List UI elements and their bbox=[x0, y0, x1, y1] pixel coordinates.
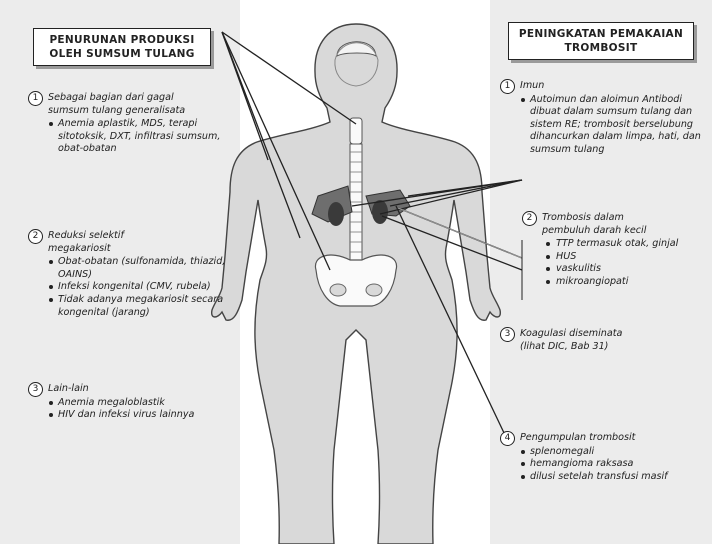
right-section-2: 2 Trombosis dalam pembuluh darah kecil T… bbox=[522, 212, 708, 289]
list-item: Infeksi kongenital (CMV, rubela) bbox=[28, 281, 234, 294]
list-item: splenomegali bbox=[500, 446, 706, 459]
pelvis-hole-left bbox=[330, 284, 346, 296]
section-heading: megakariosit bbox=[48, 243, 234, 256]
right-section-1: 1 Imun Autoimun dan aloimun Antibodi dib… bbox=[500, 80, 706, 157]
list-item: Anemia aplastik, MDS, terapi sitotoksik,… bbox=[28, 118, 234, 156]
list-item: Tidak adanya megakariosit secara kongeni… bbox=[28, 294, 234, 319]
list-item: vaskulitis bbox=[522, 263, 708, 276]
section-heading: pembuluh darah kecil bbox=[542, 225, 708, 238]
right-title-box: PENINGKATAN PEMAKAIAN TROMBOSIT bbox=[508, 22, 694, 60]
section-heading: Lain-lain bbox=[48, 383, 234, 396]
list-item: mikroangiopati bbox=[522, 276, 708, 289]
section-heading: Trombosis dalam bbox=[542, 212, 708, 225]
pelvis bbox=[315, 255, 396, 306]
section-heading: sumsum tulang generalisata bbox=[48, 105, 234, 118]
list-item: dilusi setelah transfusi masif bbox=[500, 471, 706, 484]
number-badge: 3 bbox=[500, 327, 515, 342]
section-heading: Pengumpulan trombosit bbox=[520, 432, 706, 445]
list-item: Autoimun dan aloimun Antibodi dibuat dal… bbox=[500, 94, 706, 157]
right-title-line-1: PENINGKATAN PEMAKAIAN bbox=[513, 27, 689, 41]
list-item: hemangioma raksasa bbox=[500, 458, 706, 471]
list-item: HUS bbox=[522, 251, 708, 264]
number-badge: 3 bbox=[28, 382, 43, 397]
section-heading: Imun bbox=[520, 80, 706, 93]
pelvis-hole-right bbox=[366, 284, 382, 296]
section-heading: (lihat DIC, Bab 31) bbox=[520, 341, 706, 354]
number-badge: 2 bbox=[522, 211, 537, 226]
right-section-3: 3 Koagulasi diseminata (lihat DIC, Bab 3… bbox=[500, 328, 706, 353]
section-heading: Sebagai bagian dari gagal bbox=[48, 92, 234, 105]
left-title-box: PENURUNAN PRODUKSI OLEH SUMSUM TULANG bbox=[33, 28, 211, 66]
number-badge: 2 bbox=[28, 229, 43, 244]
left-section-3: 3 Lain-lain Anemia megaloblastik HIV dan… bbox=[28, 383, 234, 422]
right-title-line-2: TROMBOSIT bbox=[513, 41, 689, 55]
number-badge: 4 bbox=[500, 431, 515, 446]
number-badge: 1 bbox=[28, 91, 43, 106]
list-item: HIV dan infeksi virus lainnya bbox=[28, 409, 234, 422]
kidney-left bbox=[328, 202, 344, 226]
list-item: TTP termasuk otak, ginjal bbox=[522, 238, 708, 251]
left-section-2: 2 Reduksi selektif megakariosit Obat-oba… bbox=[28, 230, 234, 319]
list-item: Obat-obatan (sulfonamida, thiazid, OAINS… bbox=[28, 256, 234, 281]
right-section-4: 4 Pengumpulan trombosit splenomegali hem… bbox=[500, 432, 706, 483]
section-heading: Reduksi selektif bbox=[48, 230, 234, 243]
left-section-1: 1 Sebagai bagian dari gagal sumsum tulan… bbox=[28, 92, 234, 156]
number-badge: 1 bbox=[500, 79, 515, 94]
left-title-line-1: PENURUNAN PRODUKSI bbox=[38, 33, 206, 47]
left-title-line-2: OLEH SUMSUM TULANG bbox=[38, 47, 206, 61]
list-item: Anemia megaloblastik bbox=[28, 397, 234, 410]
section-heading: Koagulasi diseminata bbox=[520, 328, 706, 341]
